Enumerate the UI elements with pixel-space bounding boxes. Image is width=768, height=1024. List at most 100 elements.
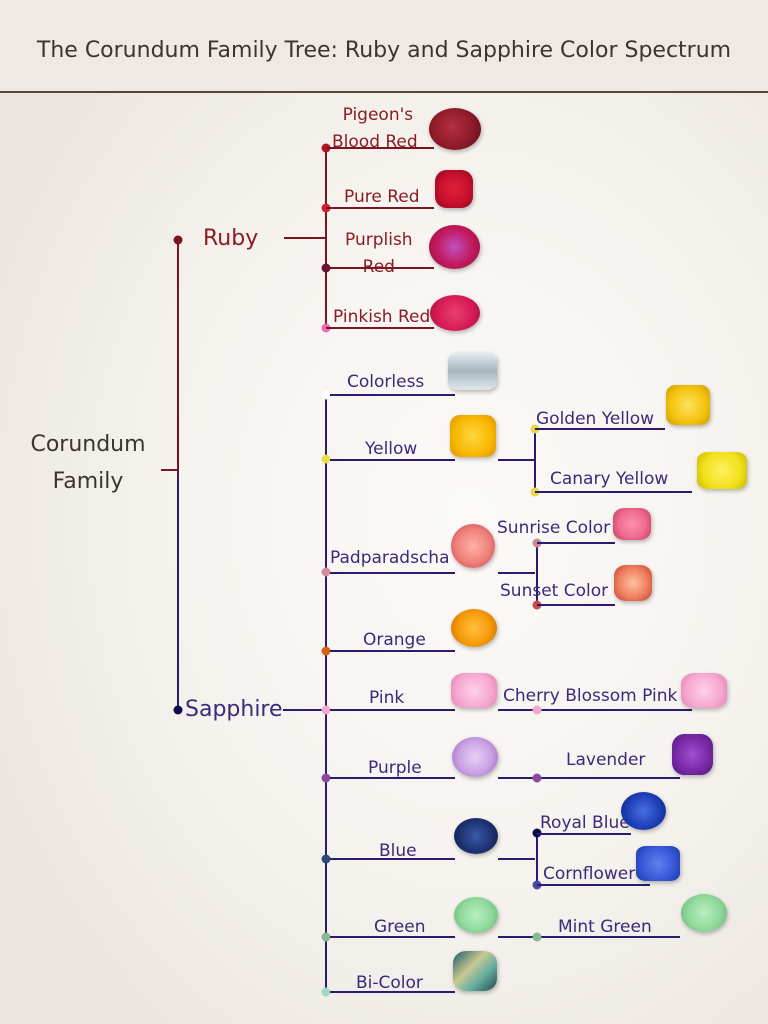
ruby-trunk <box>325 147 327 329</box>
sapphire-variety-label: Pink <box>369 688 405 708</box>
sub-variety-label: Golden Yellow <box>536 409 655 429</box>
sapphire-variety-line <box>330 459 455 461</box>
sub-variety-dot <box>532 705 542 715</box>
ruby-node-dot <box>173 235 183 245</box>
sub-variety-line <box>498 709 692 711</box>
sub-variety-line <box>537 542 615 544</box>
sapphire-variety-label: Bi-Color <box>356 973 423 993</box>
sapphire-variety-label: Green <box>374 917 426 937</box>
sapphire-variety-dot <box>321 932 331 942</box>
colorless-gem-icon <box>448 352 497 390</box>
golden-yellow-gem-icon <box>666 385 710 425</box>
sapphire-label: Sapphire <box>185 697 283 722</box>
pinkish-red-gem-icon <box>430 295 480 331</box>
sapphire-variety-line <box>330 991 455 993</box>
sub-variety-dot <box>532 932 542 942</box>
sapphire-variety-line <box>330 394 455 396</box>
sub-connector <box>498 459 535 461</box>
sub-variety-label: Sunset Color <box>500 581 609 601</box>
sapphire-variety-dot <box>321 854 331 864</box>
sub-variety-line <box>537 833 631 835</box>
bi-color-gem-icon <box>453 951 497 991</box>
sub-variety-label: Lavender <box>566 750 646 770</box>
padparadscha-gem-icon <box>451 524 495 568</box>
mint-green-gem-icon <box>681 894 727 932</box>
cornflower-gem-icon <box>636 846 680 881</box>
green-gem-icon <box>454 897 498 933</box>
ruby-variety-line <box>326 207 434 209</box>
sub-variety-line <box>535 428 665 430</box>
ruby-variety-line <box>326 147 434 149</box>
sapphire-variety-label: Yellow <box>365 439 418 459</box>
sapphire-variety-dot <box>321 987 331 997</box>
purplish-red-gem-icon <box>429 225 480 269</box>
root-label-line1: Corundum <box>30 432 146 457</box>
sapphire-variety-line <box>330 650 455 652</box>
yellow-gem-icon <box>450 415 496 457</box>
sapphire-variety-dot <box>321 773 331 783</box>
ruby-label: Ruby <box>203 226 259 251</box>
sub-variety-label: Royal Blue <box>540 813 630 833</box>
root-label-line2: Family <box>52 469 124 494</box>
sub-variety-line <box>498 777 680 779</box>
sub-variety-label: Cornflower <box>543 864 636 884</box>
ruby-variety-label: Pure Red <box>344 187 420 207</box>
sapphire-variety-line <box>330 709 455 711</box>
sub-variety-line <box>537 604 615 606</box>
pink-gem-icon <box>451 673 497 708</box>
header <box>0 0 768 92</box>
root-trunk <box>177 240 179 710</box>
page-title: The Corundum Family Tree: Ruby and Sapph… <box>36 38 732 63</box>
ruby-variety-label: Pinkish Red <box>333 307 431 327</box>
canary-yellow-gem-icon <box>697 452 747 489</box>
sub-variety-dot <box>532 773 542 783</box>
sapphire-variety-dot <box>321 454 331 464</box>
sapphire-variety-label: Colorless <box>347 372 425 392</box>
orange-gem-icon <box>451 609 497 647</box>
ruby-variety-label: Pigeon's Blood Red <box>332 105 418 152</box>
sapphire-variety-line <box>330 858 455 860</box>
sub-trunk <box>536 543 538 605</box>
sapphire-variety-label: Purple <box>368 758 422 778</box>
sapphire-variety-dot <box>321 390 331 400</box>
pure-red-gem-icon <box>435 170 473 208</box>
root-node-label: Corundum Family <box>20 426 156 500</box>
sub-connector <box>498 572 535 574</box>
sub-variety-line <box>537 884 650 886</box>
lavender-gem-icon <box>672 734 713 775</box>
sapphire-node-dot <box>173 705 183 715</box>
sapphire-variety-dot <box>321 646 331 656</box>
sub-variety-label: Canary Yellow <box>550 469 669 489</box>
sapphire-trunk <box>325 394 327 992</box>
sub-trunk <box>534 429 536 492</box>
purple-gem-icon <box>452 737 498 777</box>
sapphire-variety-line <box>330 777 455 779</box>
sapphire-variety-line <box>330 572 455 574</box>
sapphire-variety-dot <box>321 567 331 577</box>
pigeons-blood-red-gem-icon <box>429 108 481 150</box>
sunset-color-gem-icon <box>614 565 652 601</box>
sub-variety-line <box>498 936 680 938</box>
sapphire-variety-dot <box>321 705 331 715</box>
ruby-connector <box>284 237 326 239</box>
sub-variety-line <box>535 491 692 493</box>
ruby-variety-label: Purplish Red <box>345 230 413 277</box>
header-divider <box>0 91 768 93</box>
ruby-variety-line <box>326 267 434 269</box>
royal-blue-gem-icon <box>621 792 666 830</box>
sub-trunk <box>536 833 538 886</box>
sub-variety-label: Mint Green <box>558 917 652 937</box>
root-connector <box>161 469 178 471</box>
cherry-blossom-pink-gem-icon <box>681 673 727 708</box>
sub-variety-label: Cherry Blossom Pink <box>503 686 678 706</box>
sapphire-variety-label: Padparadscha <box>330 548 450 568</box>
sapphire-variety-line <box>330 936 455 938</box>
sub-variety-label: Sunrise Color <box>497 518 611 538</box>
sub-connector <box>498 858 535 860</box>
sapphire-variety-label: Orange <box>363 630 426 650</box>
blue-gem-icon <box>454 818 498 854</box>
sunrise-color-gem-icon <box>613 508 651 540</box>
sapphire-connector <box>283 709 327 711</box>
sapphire-variety-label: Blue <box>379 841 417 861</box>
ruby-variety-line <box>326 327 434 329</box>
